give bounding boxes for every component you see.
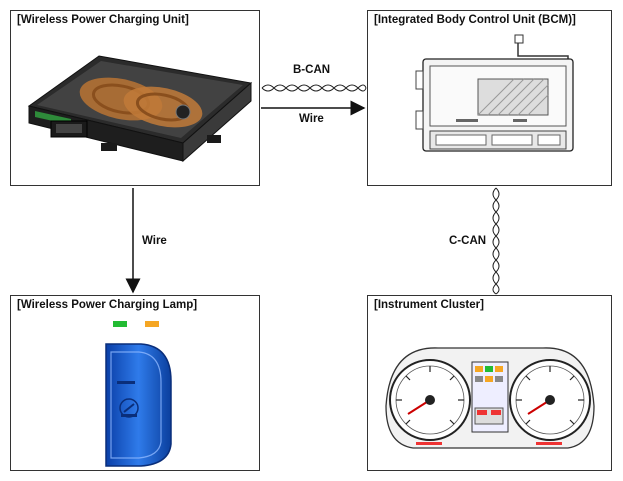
b-can-label: B-CAN xyxy=(293,64,331,76)
bcm-box: [Integrated Body Control Unit (BCM)] xyxy=(367,10,612,186)
qi-charging-icon xyxy=(119,398,139,418)
instrument-cluster-illustration xyxy=(385,347,595,449)
c-can-twisted-pair xyxy=(492,187,500,295)
b-can-twisted-pair xyxy=(261,84,367,92)
bcm-title: [Integrated Body Control Unit (BCM)] xyxy=(374,14,576,26)
charging-unit-title: [Wireless Power Charging Unit] xyxy=(17,14,189,26)
c-can-label: C-CAN xyxy=(449,235,487,247)
lamp-indicator-amber xyxy=(145,321,159,327)
bcm-illustration xyxy=(415,34,574,152)
cluster-title: [Instrument Cluster] xyxy=(374,299,484,311)
wire-label-unit-to-bcm: Wire xyxy=(299,113,324,125)
charging-unit-box: [Wireless Power Charging Unit] xyxy=(10,10,260,186)
charging-lamp-illustration xyxy=(105,343,172,467)
instrument-cluster-box: [Instrument Cluster] xyxy=(367,295,612,471)
wire-label-unit-to-lamp: Wire xyxy=(142,235,167,247)
charging-lamp-box: [Wireless Power Charging Lamp] xyxy=(10,295,260,471)
charging-unit-illustration xyxy=(27,55,253,163)
charging-lamp-title: [Wireless Power Charging Lamp] xyxy=(17,299,198,311)
lamp-indicator-green xyxy=(113,321,127,327)
